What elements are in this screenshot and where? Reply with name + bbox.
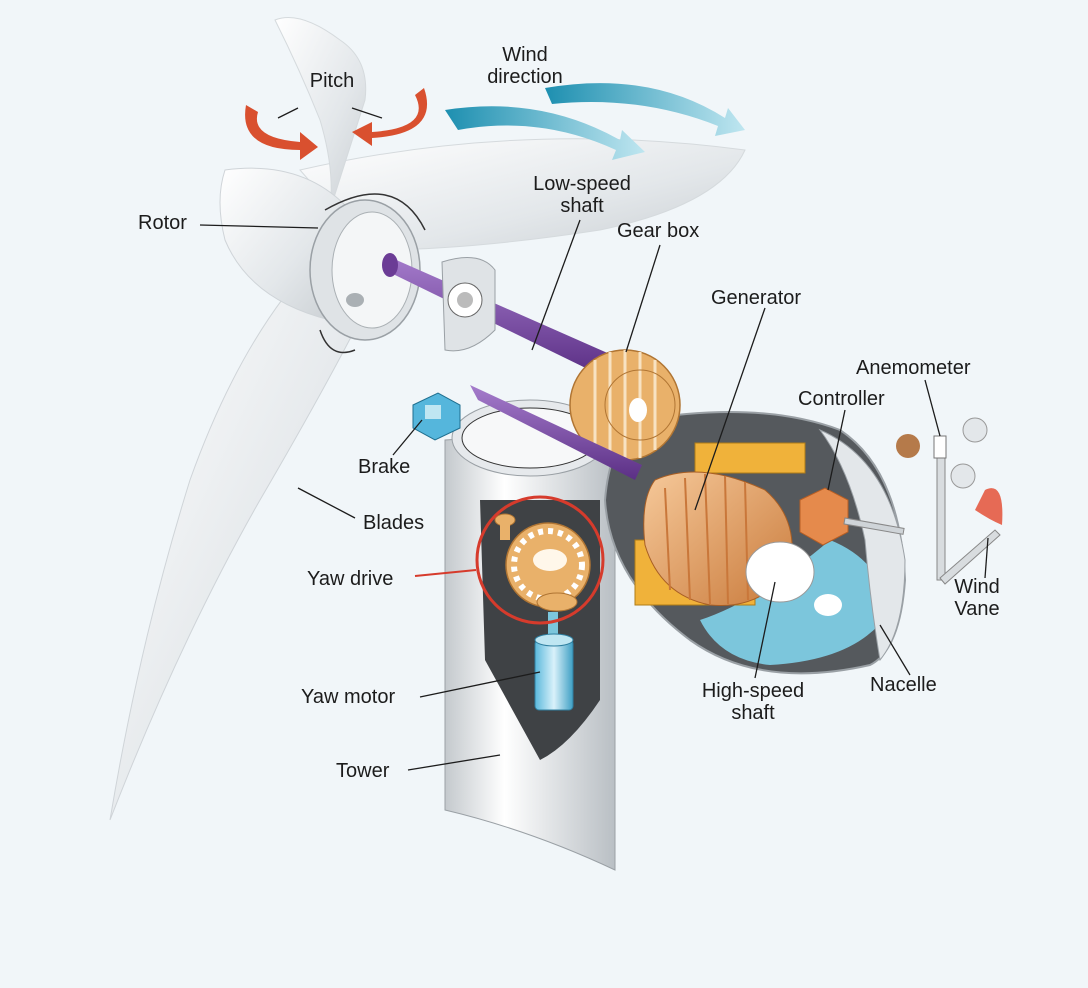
bearing-plate — [441, 257, 496, 352]
brake — [412, 392, 461, 441]
label-wind-direction: Wind direction — [470, 44, 580, 88]
label-generator: Generator — [711, 287, 802, 309]
label-nacelle: Nacelle — [870, 674, 937, 696]
label-wind-direction-line2: direction — [487, 66, 563, 88]
controller — [799, 487, 905, 546]
label-brake: Brake — [358, 456, 411, 478]
label-tower: Tower — [336, 760, 390, 782]
generator — [634, 442, 815, 607]
rotor-hub — [309, 193, 426, 354]
pitch-arrows — [245, 88, 428, 160]
leader-lines — [199, 107, 989, 771]
gear-box — [569, 349, 681, 461]
label-gear-box: Gear box — [617, 220, 700, 242]
label-low-speed-shaft-line1: Low-speed — [533, 173, 631, 195]
label-low-speed-shaft: Low-speed shaft — [522, 173, 642, 217]
label-wind-direction-line1: Wind — [502, 44, 548, 66]
label-pitch: Pitch — [309, 70, 355, 92]
label-yaw-drive: Yaw drive — [307, 568, 394, 590]
label-wind-vane-line1: Wind — [954, 576, 1000, 598]
yaw-motor — [534, 612, 574, 711]
label-wind-vane: Wind Vane — [942, 576, 1012, 620]
wind-vane — [939, 488, 1003, 585]
yaw-drive-gear — [494, 513, 591, 612]
wind-direction-arrows — [445, 83, 745, 160]
label-high-speed-shaft: High-speed shaft — [688, 680, 818, 724]
yaw-drive-highlight-circle — [475, 495, 605, 625]
label-blades: Blades — [363, 512, 425, 534]
label-yaw-motor: Yaw motor — [301, 686, 396, 708]
tower — [444, 399, 616, 871]
label-anemometer: Anemometer — [856, 357, 971, 379]
low-speed-shaft — [382, 253, 612, 375]
anemometer — [896, 417, 988, 581]
label-wind-vane-line2: Vane — [954, 598, 1000, 620]
label-rotor: Rotor — [138, 212, 187, 234]
label-high-speed-shaft-line2: shaft — [731, 702, 775, 724]
blades — [109, 17, 746, 821]
label-low-speed-shaft-line2: shaft — [560, 195, 604, 217]
label-controller: Controller — [798, 388, 885, 410]
label-high-speed-shaft-line1: High-speed — [701, 680, 805, 702]
